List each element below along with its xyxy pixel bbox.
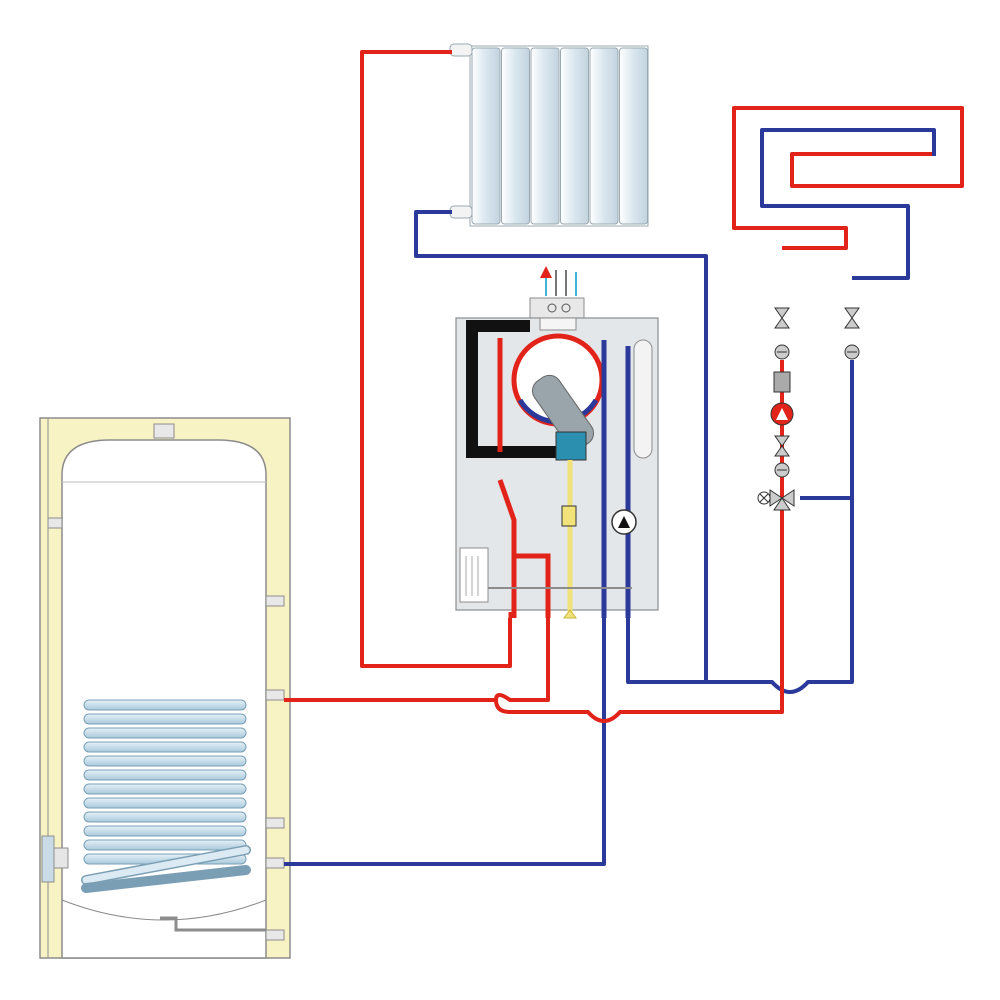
coil-return-leg-inner [82, 846, 250, 884]
coil-turn [83, 797, 247, 809]
radiator-fin [501, 47, 530, 225]
thermometer-icon [774, 344, 790, 360]
coil-turn [83, 839, 247, 851]
heating-flow-main [494, 360, 784, 723]
radiator-valve-top [449, 43, 473, 57]
coil-turn [83, 755, 247, 767]
valve-icon [774, 307, 790, 329]
coil-turn [83, 699, 247, 711]
coil-turn [83, 741, 247, 753]
mixing-valve-icon [757, 489, 795, 511]
radiator [449, 43, 649, 227]
coil-turn [83, 713, 247, 725]
pipework [284, 50, 964, 866]
wall-hung-boiler [455, 266, 659, 624]
thermometer-icon [844, 344, 860, 360]
coil-turn [83, 727, 247, 739]
heat-exchanger-coil [81, 699, 251, 893]
strainer-icon [773, 371, 791, 393]
radiator-valve-bottom [449, 205, 473, 219]
flue-duct [466, 320, 556, 458]
floor-loop-flow [732, 106, 964, 250]
radiator-fin [560, 47, 589, 225]
radiator-fin [589, 47, 619, 225]
heating-return-main [626, 360, 854, 694]
gas-valve [555, 431, 587, 461]
tank-top-fitting [153, 423, 175, 439]
valve-icon [774, 435, 790, 457]
radiator-fin [619, 47, 648, 225]
expansion-vessel [633, 339, 653, 459]
valve-icon [844, 307, 860, 329]
circulation-pump-icon [770, 402, 794, 426]
tank-flange [41, 835, 55, 883]
coil-outlet-leg [81, 865, 251, 893]
coil-turn [83, 769, 247, 781]
floor-loop-return [760, 128, 936, 280]
hot-water-cylinder [39, 417, 291, 959]
radiator-return-pipe [414, 210, 708, 682]
radiator-fin [530, 47, 560, 225]
coil-turn [83, 825, 247, 837]
coil-turn [83, 811, 247, 823]
mixing-circuit-fittings [757, 307, 860, 511]
thermometer-icon [774, 462, 790, 478]
radiator-fin [471, 47, 501, 225]
cylinder-return-pipe [284, 618, 606, 866]
coil-turn [83, 783, 247, 795]
radiator-flow-pipe [360, 50, 512, 668]
